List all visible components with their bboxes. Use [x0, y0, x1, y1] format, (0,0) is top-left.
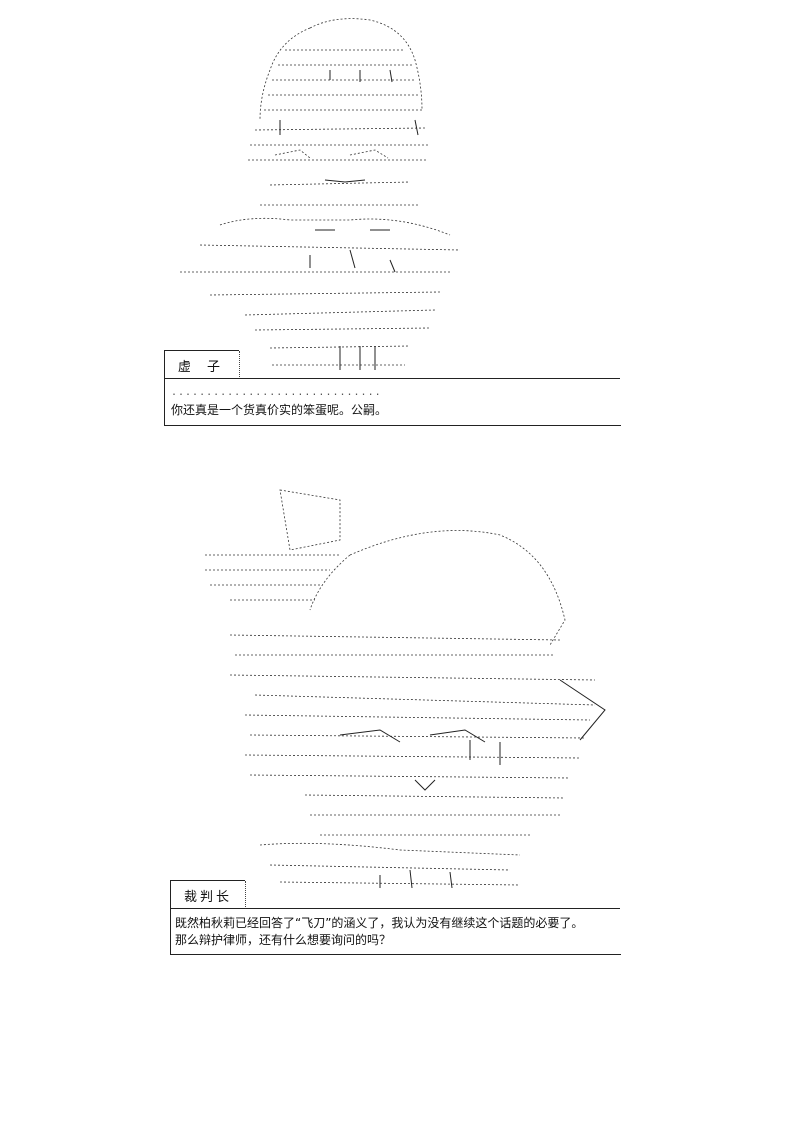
- comic-panel-1: 虚 子 .............................. 你还真是一…: [0, 0, 800, 440]
- speaker-name-box: 虚 子: [164, 350, 240, 379]
- dialog-line-2: 那么辩护律师，还有什么想要询问的吗？: [175, 933, 392, 947]
- character-illustration-2: [200, 480, 620, 890]
- dialog-box: 既然柏秋莉已经回答了“飞刀”的涵义了，我认为没有继续这个话题的必要了。 那么辩护…: [170, 909, 621, 955]
- comic-panel-2: 裁判长 既然柏秋莉已经回答了“飞刀”的涵义了，我认为没有继续这个话题的必要了。 …: [0, 470, 800, 970]
- speaker-name: 虚 子: [177, 360, 227, 375]
- speaker-name: 裁判长: [183, 890, 232, 905]
- dialog-box: .............................. 你还真是一个货真价…: [164, 379, 621, 426]
- dialog-separator-dots: ..............................: [171, 387, 382, 398]
- dialog-top-rule: [164, 378, 620, 379]
- character-illustration-1: [160, 10, 620, 375]
- dialog-line-1: 既然柏秋莉已经回答了“飞刀”的涵义了，我认为没有继续这个话题的必要了。: [175, 916, 584, 930]
- dialog-top-rule: [170, 908, 620, 909]
- ascii-art-figure-2: [205, 489, 606, 889]
- ascii-art-figure-1: [180, 18, 461, 370]
- dialog-line-1: 你还真是一个货真价实的笨蛋呢。公嗣。: [171, 403, 388, 417]
- speaker-name-box: 裁判长: [170, 880, 246, 909]
